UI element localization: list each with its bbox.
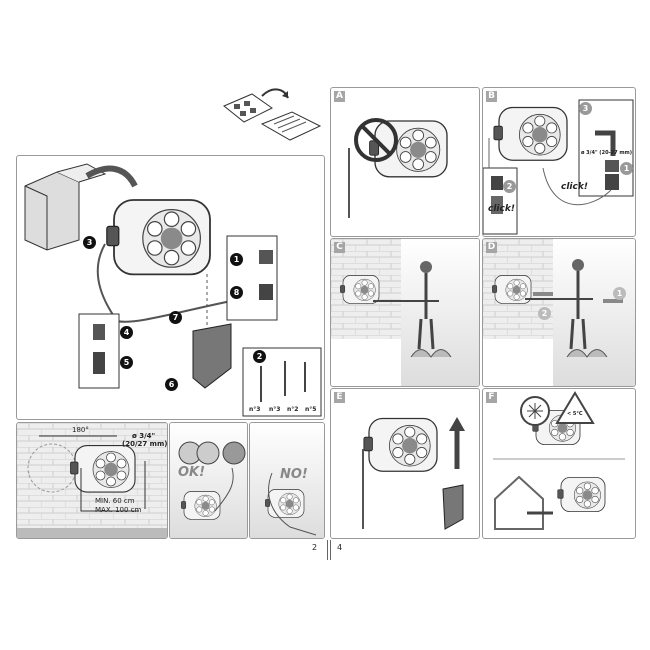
step-c-panel: C <box>330 238 480 387</box>
step-d-2: 2 <box>538 307 551 320</box>
click-label: click! <box>561 182 588 192</box>
callout-1: 1 <box>230 253 243 266</box>
ok-label: OK! <box>178 465 206 480</box>
page-number-left: 2 <box>312 543 318 552</box>
step-b-2: 2 <box>503 180 516 193</box>
callout-3: 3 <box>83 236 96 249</box>
part-label: n°5 <box>305 406 317 413</box>
installation-distance-panel: 180° ø 3/4" (20/27 mm) MIN. 60 cm MAX. 1… <box>16 422 168 539</box>
no-label: NO! <box>280 467 308 482</box>
page-number-right: 4 <box>337 543 343 552</box>
callout-8: 8 <box>230 286 243 299</box>
installation-ok-panel: OK! <box>169 422 248 539</box>
step-b-1: 1 <box>620 162 633 175</box>
part-label: n°3 <box>269 406 281 413</box>
callout-4: 4 <box>120 326 133 339</box>
callout-2: 2 <box>253 350 266 363</box>
callout-7: 7 <box>169 311 182 324</box>
step-letter: D <box>486 242 497 253</box>
step-e-panel: E <box>330 388 480 539</box>
step-f-panel: F < 5°C <box>482 388 636 539</box>
connector-size-label: ø 3/4" (20-27 mm) <box>581 150 633 156</box>
angle-label: 180° <box>72 426 89 434</box>
installation-no-panel: NO! <box>249 422 325 539</box>
part-label: n°3 <box>249 406 261 413</box>
callout-5: 5 <box>120 356 133 369</box>
click-label: click! <box>488 204 515 214</box>
part-label: n°2 <box>287 406 299 413</box>
page-divider <box>327 540 331 560</box>
min-distance-label: MIN. 60 cm <box>95 497 135 505</box>
step-letter: F <box>486 392 497 403</box>
step-b-panel: B ø 3/4" (20-27 mm) click! click! 1 2 3 <box>482 87 636 237</box>
read-manual-icon <box>223 88 322 141</box>
step-letter: A <box>334 91 345 102</box>
tap-size-mm-label: (20/27 mm) <box>122 440 168 448</box>
step-a-panel: A <box>330 87 480 237</box>
overview-panel: 3 1 8 7 4 5 6 2 n°3 n°3 n°2 n°5 <box>16 155 325 420</box>
step-d-panel: D 1 2 <box>482 238 636 387</box>
callout-6: 6 <box>165 378 178 391</box>
tap-size-label: ø 3/4" <box>132 432 156 440</box>
step-letter: C <box>334 242 345 253</box>
step-d-1: 1 <box>613 287 626 300</box>
temperature-label: < 5°C <box>567 411 583 417</box>
max-distance-label: MAX. 100 cm <box>95 506 142 514</box>
step-letter: B <box>486 91 497 102</box>
step-letter: E <box>334 392 345 403</box>
step-b-3: 3 <box>579 102 592 115</box>
